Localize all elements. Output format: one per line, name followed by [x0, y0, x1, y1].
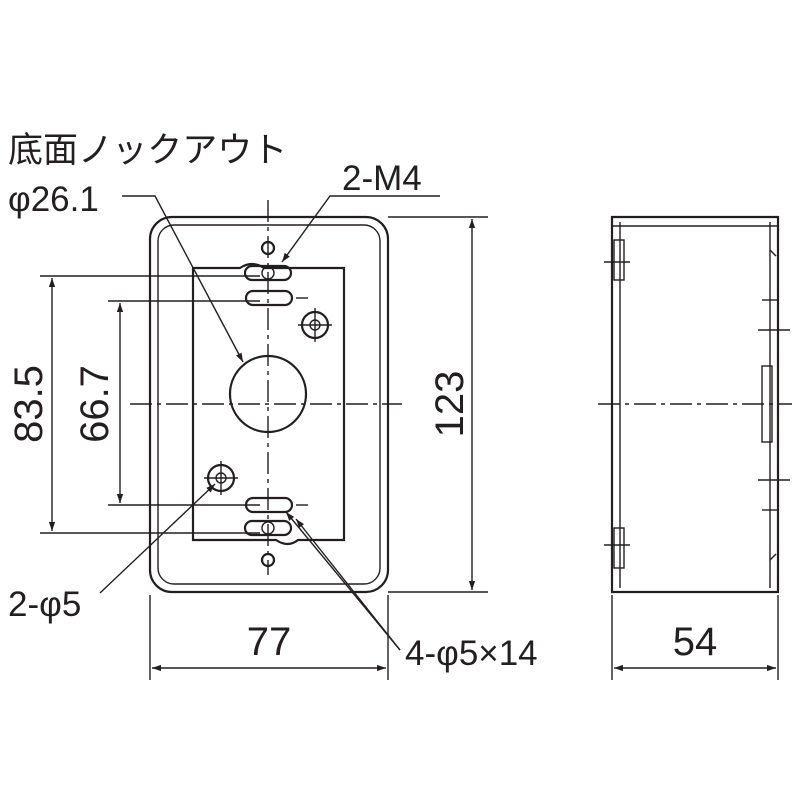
dimensions: [40, 216, 779, 680]
label-knockout-diameter: φ26.1: [8, 180, 99, 219]
slot-hole-upper: [244, 289, 294, 307]
leaders: [99, 195, 440, 651]
bottom-mount-hole: [260, 552, 276, 568]
label-dim-height-inner-holes: 66.7: [73, 365, 117, 443]
label-dim-height-total: 123: [428, 371, 472, 438]
leader-round-hole: [99, 483, 216, 594]
label-dim-depth: 54: [673, 620, 718, 664]
label-knockout-title: 底面ノックアウト: [8, 131, 287, 170]
knockout-hole: [228, 354, 308, 434]
label-dim-width: 77: [247, 620, 292, 664]
m4-screw-top: [243, 264, 293, 282]
leader-knockout: [122, 195, 244, 363]
bracket-outline: [191, 262, 346, 546]
label-round-holes: 2-φ5: [8, 585, 81, 624]
label-dim-height-outer-holes: 83.5: [7, 365, 51, 443]
front-view: [130, 200, 402, 594]
leader-slot-lower: [295, 518, 401, 651]
m4-screw-bottom: [243, 519, 293, 537]
leader-screw: [281, 195, 440, 263]
round-hole-upper-right: [298, 308, 332, 342]
top-mount-hole: [260, 240, 276, 256]
round-hole-lower-left: [204, 461, 238, 495]
label-slot-holes: 4-φ5×14: [405, 634, 538, 673]
label-screw: 2-M4: [342, 159, 422, 198]
side-view: [598, 215, 792, 594]
side-outline: [610, 215, 780, 594]
